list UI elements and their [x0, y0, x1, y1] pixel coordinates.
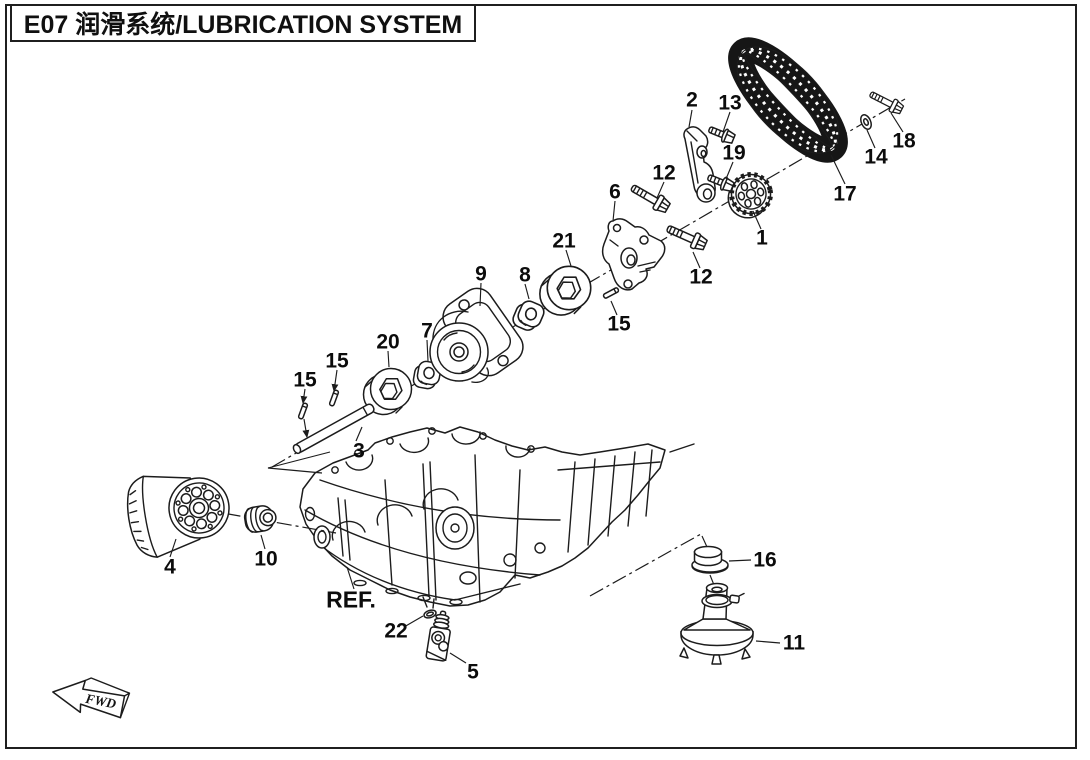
fwd-arrow: FWD: [52, 677, 131, 719]
part-callout-3: 3: [353, 439, 365, 463]
oil-strainer-drawing: [679, 582, 754, 665]
part-callout-12: 12: [652, 161, 676, 185]
o-ring-drawing: [423, 609, 437, 619]
relief-valve-drawing: [425, 610, 451, 662]
page-border: [5, 4, 1077, 749]
leader-lines: [169, 109, 904, 664]
pump-sprocket-drawing: [727, 172, 773, 219]
strainer-cap-drawing: [691, 545, 729, 574]
part-callout-15: 15: [607, 312, 631, 336]
part-callout-15: 15: [293, 368, 317, 392]
part-callout-8: 8: [519, 263, 531, 287]
part-callout-12: 12: [689, 265, 713, 289]
chain-guide-arm-drawing: [683, 126, 716, 203]
part-callout-9: 9: [475, 262, 487, 286]
part-callout-2: 2: [686, 88, 698, 112]
fwd-text: FWD: [83, 691, 117, 712]
dowel-pin-right-drawing: [602, 286, 620, 300]
outer-rotor-21-drawing: [539, 265, 592, 316]
part-callout-7: 7: [421, 319, 433, 343]
part-callout-17: 17: [833, 182, 857, 206]
dowel-pin-mid-drawing: [328, 388, 340, 408]
bolt-12-upper-drawing: [627, 179, 673, 216]
part-callout-13: 13: [718, 91, 742, 115]
ref-label: REF.: [326, 586, 376, 613]
part-callout-6: 6: [609, 180, 621, 204]
part-callout-22: 22: [384, 619, 408, 643]
part-callout-11: 11: [782, 631, 806, 655]
bolt-18-drawing: [866, 87, 906, 117]
dowel-pin-left-drawing: [297, 401, 309, 421]
part-callout-16: 16: [753, 548, 777, 572]
pump-cover-drawing: [601, 218, 666, 291]
part-callout-14: 14: [864, 145, 888, 169]
filter-union-fitting-drawing: [243, 505, 277, 533]
oil-pump-chain-drawing: [728, 37, 848, 163]
part-callout-1: 1: [756, 226, 768, 250]
part-callout-20: 20: [376, 330, 400, 354]
oil-filter-drawing: [126, 475, 230, 558]
part-callout-10: 10: [254, 547, 278, 571]
pump-body-drawing: [429, 287, 524, 384]
part-callout-21: 21: [552, 229, 576, 253]
part-callout-4: 4: [164, 555, 176, 579]
page-title: E07 润滑系统/LUBRICATION SYSTEM: [23, 11, 463, 39]
washer-14-drawing: [860, 114, 872, 130]
title-box: E07 润滑系统/LUBRICATION SYSTEM: [10, 4, 476, 42]
part-callout-18: 18: [892, 129, 916, 153]
crankcase-ref-drawing: [299, 426, 695, 609]
part-callout-19: 19: [722, 141, 746, 165]
part-callout-15: 15: [325, 349, 349, 373]
pump-shaft-drawing: [292, 403, 375, 455]
part-callout-5: 5: [467, 660, 479, 684]
